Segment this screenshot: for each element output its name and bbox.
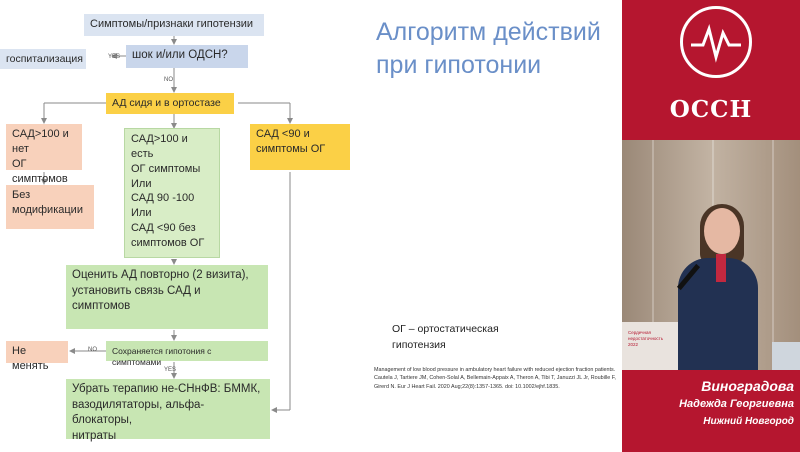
middle-branch-box: САД>100 и есть ОГ симптомы Или САД 90 -1…: [124, 128, 220, 258]
reassess-line-1: Оценить АД повторно (2 визита),: [72, 269, 249, 281]
middle-branch-line-2: ОГ симптомы: [131, 162, 201, 175]
podium-text: Сердечная недостаточность 2022: [628, 330, 668, 348]
remove-therapy-line-2: вазодилятаторы, альфа-блокаторы,: [72, 398, 205, 427]
og-note: ОГ – ортостатическая гипотензия: [392, 322, 592, 354]
flowchart-connectors: [41, 36, 293, 413]
hospitalization-box: госпитализация: [0, 49, 86, 69]
yes-label-1: YES: [108, 54, 121, 60]
middle-branch-line-1: САД>100 и есть: [131, 133, 188, 160]
slide-title: Алгоритм действий при гипотонии: [376, 18, 601, 80]
podium-text-line-2: недостаточность: [628, 335, 664, 341]
no-modification-line-1: Без: [12, 189, 31, 201]
middle-branch-line-6: САД <90 без: [131, 222, 196, 235]
no-modification-box: Без модификации: [6, 185, 94, 229]
left-branch-line-1: САД>100 и нет: [12, 128, 69, 155]
speaker-head: [704, 208, 740, 254]
remove-therapy-box: Убрать терапию не-СНнФВ: БММК, вазодилят…: [66, 379, 270, 442]
middle-branch-line-5: Или: [131, 207, 152, 220]
left-branch-box: САД>100 и нет ОГ симптомов: [6, 124, 82, 185]
remove-therapy-line-1: Убрать терапию не-СНнФВ: БММК,: [72, 383, 261, 395]
speaker-city: Нижний Новгород: [703, 416, 794, 427]
right-branch-line-1: САД <90 и: [256, 128, 310, 140]
logo-area: ОССН: [622, 0, 800, 140]
og-note-line-1: ОГ – ортостатическая: [392, 323, 499, 335]
presentation-slide: Симптомы/признаки гипотензии шок и/или О…: [0, 0, 622, 452]
no-change-box: Не менять: [6, 341, 68, 372]
shock-box: шок и/или ОДСН?: [126, 45, 248, 68]
left-branch-line-2: ОГ симптомов: [12, 157, 68, 185]
reassess-line-3: симптомов: [72, 300, 131, 313]
persists-box: Сохраняется гипотония с симптомами: [106, 341, 268, 367]
speaker-caption: [622, 370, 800, 452]
middle-branch-line-4: САД 90 -100: [131, 192, 195, 205]
speaker-scarf: [716, 254, 726, 282]
yes-label-2: YES: [164, 367, 177, 373]
middle-branch-line-7: симптомов ОГ: [131, 236, 205, 249]
speaker-surname: Виноградова: [701, 378, 794, 394]
right-branch-box: САД <90 и симптомы ОГ: [250, 124, 350, 170]
no-modification-line-2: модификации: [12, 203, 83, 216]
podium-text-line-1: Сердечная: [628, 330, 651, 335]
remove-therapy-line-3: нитраты: [72, 429, 117, 442]
laptop-icon: [772, 342, 800, 370]
bp-measure-box: АД сидя и в ортостазе: [106, 93, 234, 114]
no-label-1: NO: [164, 77, 173, 83]
heart-logo-icon: [680, 6, 752, 78]
reference-text: Management of low blood pressure in ambu…: [374, 367, 616, 390]
podium-text-line-3: 2022: [628, 341, 639, 347]
right-branch-line-2: симптомы ОГ: [256, 142, 326, 155]
reassess-box: Оценить АД повторно (2 визита), установи…: [66, 265, 268, 329]
reassess-line-2: установить связь САД и: [72, 284, 201, 297]
og-note-line-2: гипотензия: [392, 338, 446, 351]
speaker-panel: ОССН Сердечная недостаточность 2022 Вино…: [622, 0, 800, 452]
no-label-2: NO: [88, 347, 97, 353]
logo-text: ОССН: [669, 96, 753, 123]
middle-branch-line-3: Или: [131, 177, 152, 190]
speaker-name: Надежда Георгиевна: [679, 398, 794, 410]
symptoms-box: Симптомы/признаки гипотензии: [84, 14, 264, 36]
